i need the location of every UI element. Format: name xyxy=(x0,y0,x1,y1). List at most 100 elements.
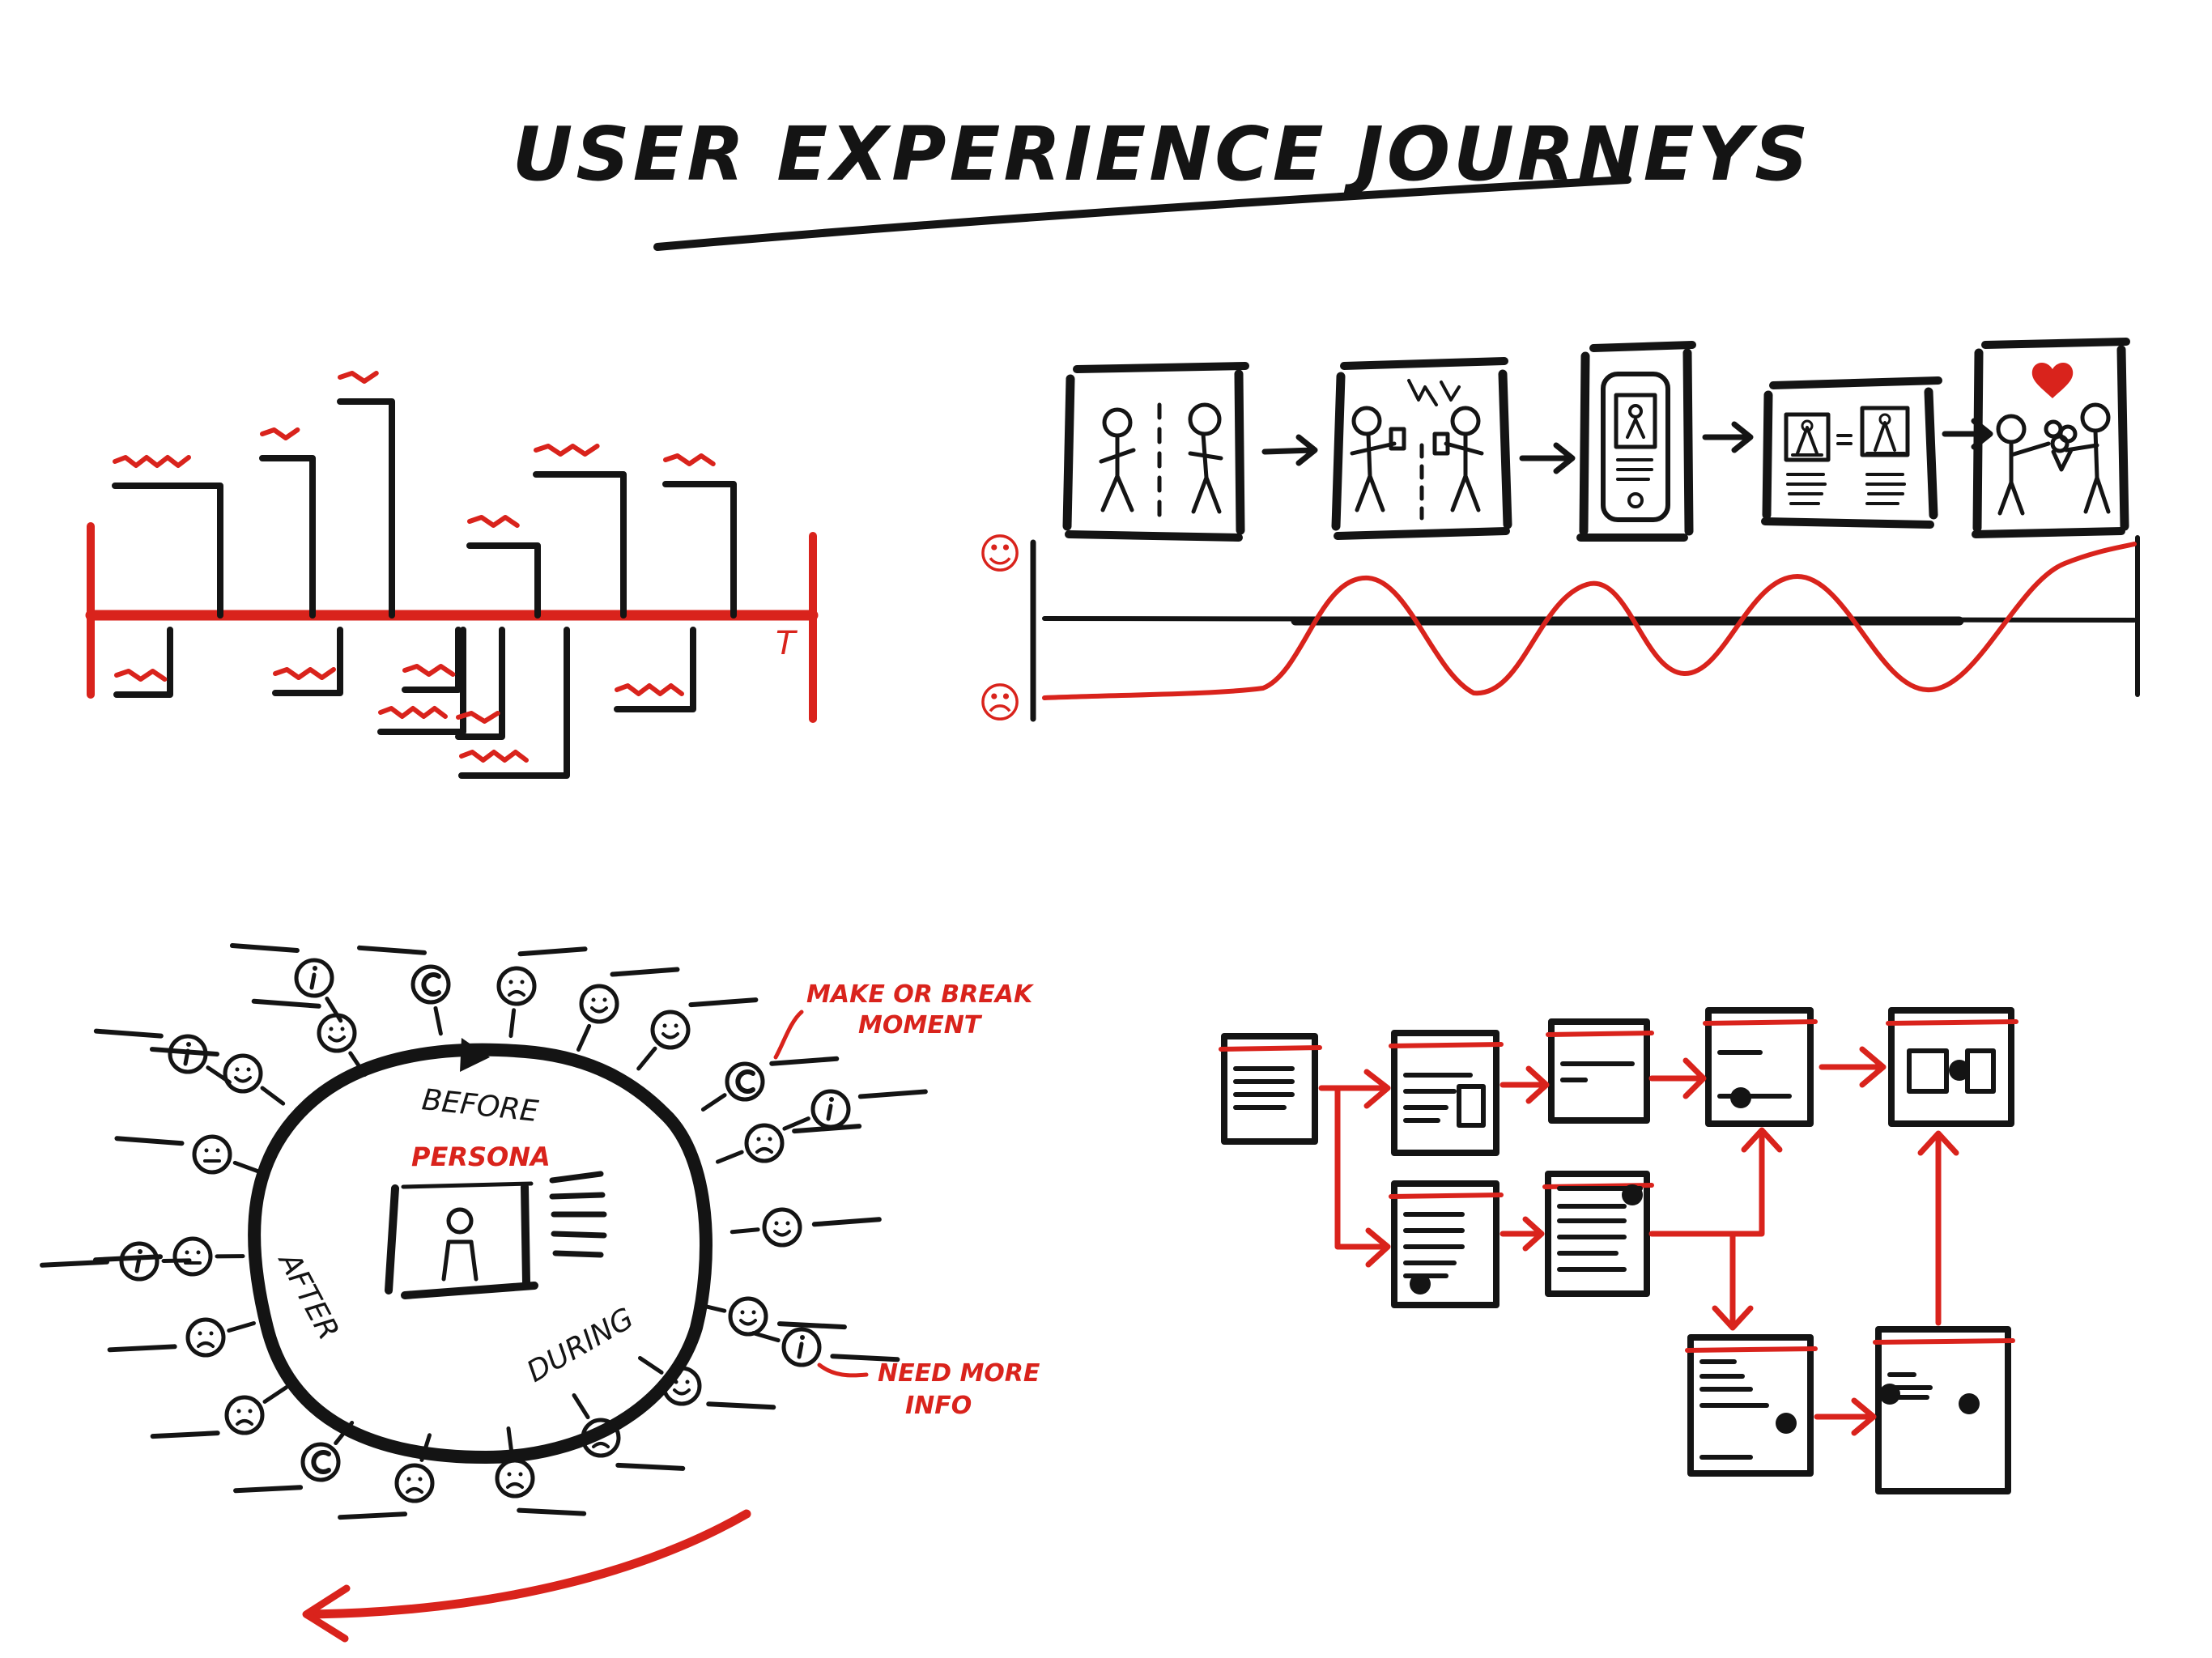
circular-journey-diagram: BEFORE PERSONA DURING AFTER MAKE OR BREA… xyxy=(40,943,1040,1643)
make-or-break-leader xyxy=(773,1010,804,1060)
screen-flow-diagram xyxy=(1219,1007,2018,1494)
flow-arrow xyxy=(1814,1397,1877,1436)
during-label: DURING xyxy=(521,1302,640,1389)
screen-card xyxy=(1546,1018,1654,1124)
timeline-event-above xyxy=(112,483,223,619)
touchpoints-ring xyxy=(40,943,928,1520)
timeline-event-below xyxy=(455,627,505,740)
timeline-event-above xyxy=(533,471,627,619)
screen-card xyxy=(1873,1326,2015,1494)
journey-circle xyxy=(248,1043,713,1464)
avatar xyxy=(446,1207,474,1235)
face-icon xyxy=(114,1134,262,1175)
persona-label: PERSONA xyxy=(411,1141,551,1172)
timeline-event-above xyxy=(662,481,737,619)
story-arrow-4 xyxy=(1942,418,1993,450)
persona-card xyxy=(385,1171,607,1299)
flow-arrow xyxy=(1819,1046,1887,1088)
emotion-curve xyxy=(1042,542,2137,700)
flow-arrow xyxy=(1499,1065,1550,1104)
timeline-event-below xyxy=(377,627,466,735)
screen-card xyxy=(1685,1334,1818,1477)
flow-arrow xyxy=(1648,1057,1707,1099)
timeline-event-note xyxy=(402,664,456,677)
face-icon xyxy=(636,997,759,1071)
big-sweep-arrow xyxy=(308,1509,751,1619)
screen-card xyxy=(1219,1033,1322,1145)
info-icon xyxy=(229,943,343,1023)
timeline-event-above xyxy=(337,398,395,619)
storyboard-diagram: ☺ ☹ xyxy=(978,338,2140,728)
timeline-event-note xyxy=(534,444,600,457)
need-more-leader xyxy=(817,1363,869,1378)
face-icon xyxy=(730,1207,882,1248)
timeline-event-above xyxy=(466,542,541,619)
need-more-label-1: NEED MORE xyxy=(878,1359,1040,1388)
face-icon xyxy=(251,998,368,1077)
face-icon xyxy=(572,1393,686,1471)
flow-arrow xyxy=(1334,1085,1391,1268)
timeline-event-below xyxy=(402,627,462,693)
timeline-event-note xyxy=(663,453,716,466)
info-icon xyxy=(751,1327,900,1367)
face-icon xyxy=(150,1385,289,1439)
timeline-event-note xyxy=(338,371,379,384)
face-icon xyxy=(338,1433,435,1520)
screen-card xyxy=(1703,1007,1818,1127)
need-more-label-2: INFO xyxy=(905,1392,972,1420)
after-label: AFTER xyxy=(271,1246,345,1346)
timeline-event-note xyxy=(456,711,500,724)
timeline-event-note xyxy=(378,706,448,719)
moment-icon xyxy=(357,945,451,1036)
face-icon xyxy=(149,1047,286,1106)
timeline-event-below xyxy=(614,627,696,712)
screen-card xyxy=(1886,1007,2018,1127)
flow-arrow xyxy=(1499,1216,1545,1252)
moment-icon xyxy=(700,1056,840,1112)
flow-arrow xyxy=(1917,1130,1959,1326)
timeline-event-note xyxy=(459,750,529,763)
title-underline xyxy=(653,176,1631,251)
info-icon xyxy=(782,1089,928,1131)
flow-arrow xyxy=(1712,1231,1754,1331)
face-icon xyxy=(697,1296,847,1337)
face-icon xyxy=(637,1356,776,1410)
story-frame-5 xyxy=(1972,338,2130,538)
timeline-events-below xyxy=(113,627,696,779)
timeline-event-note xyxy=(113,455,191,468)
timeline-event-below xyxy=(113,627,173,698)
story-arrow-1 xyxy=(1261,434,1318,466)
timeline-events-above xyxy=(112,371,737,619)
screen-card xyxy=(1542,1171,1654,1297)
face-icon xyxy=(576,967,680,1052)
moment-icon xyxy=(233,1421,355,1494)
story-arrow-2 xyxy=(1519,442,1576,474)
timeline-event-note xyxy=(273,667,336,680)
timeline-event-note xyxy=(615,683,684,696)
info-icon xyxy=(40,1241,192,1282)
flow-arrow xyxy=(1318,1069,1391,1109)
happy-face-icon: ☺ xyxy=(978,530,1022,579)
timeline-event-note xyxy=(114,669,168,682)
story-frame-1 xyxy=(1062,362,1249,542)
screen-card xyxy=(1389,1180,1504,1308)
story-frame-4 xyxy=(1761,376,1942,529)
timeline-event-below xyxy=(272,627,343,696)
timeline-axis-label: T xyxy=(776,625,798,662)
journey-direction-arrow xyxy=(460,1038,490,1072)
face-icon xyxy=(715,1123,862,1164)
page-title: USER EXPERIENCE JOURNEYS xyxy=(513,111,1812,198)
face-icon xyxy=(496,946,588,1039)
timeline-event-below xyxy=(458,627,570,779)
face-icon xyxy=(495,1426,587,1516)
flow-arrow xyxy=(1648,1127,1783,1237)
timeline-event-above xyxy=(259,455,316,619)
screen-card xyxy=(1389,1030,1504,1156)
timeline-event-note xyxy=(467,515,520,528)
make-or-break-label-2: MOMENT xyxy=(858,1011,983,1039)
face-icon xyxy=(93,1236,245,1277)
before-label: BEFORE xyxy=(420,1083,540,1129)
info-icon xyxy=(93,1028,232,1085)
big-sweep-arrowhead xyxy=(302,1584,351,1643)
